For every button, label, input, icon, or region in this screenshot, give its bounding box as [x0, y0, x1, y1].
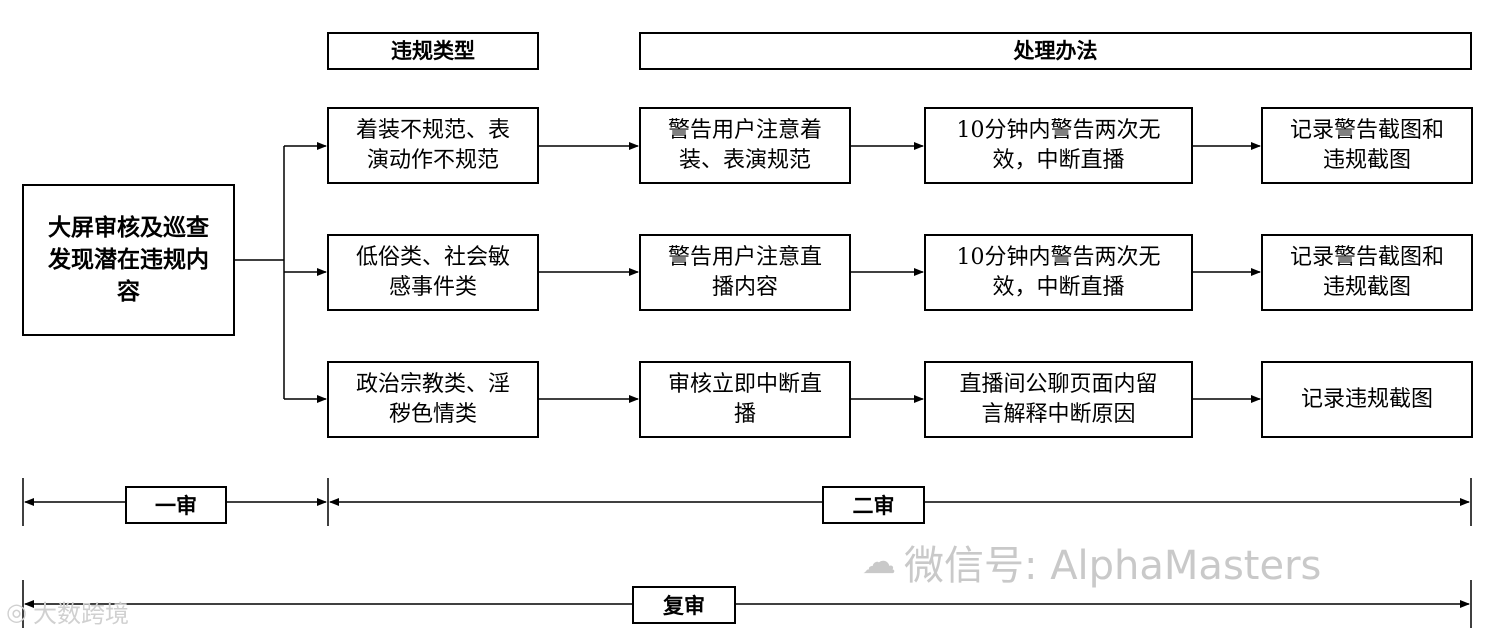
row2-step1: 警告用户注意直 播内容: [639, 234, 851, 311]
brand-logo-icon: ◎: [6, 597, 27, 626]
row1-type: 着装不规范、表 演动作不规范: [327, 107, 539, 184]
source-box: 大屏审核及巡查 发现潜在违规内 容: [22, 184, 235, 336]
row1-step1: 警告用户注意着 装、表演规范: [639, 107, 851, 184]
row3-step3: 记录违规截图: [1261, 361, 1473, 438]
final-review-label: 复审: [632, 586, 736, 624]
first-review-label: 一审: [125, 486, 227, 524]
row1-step3: 记录警告截图和 违规截图: [1261, 107, 1473, 184]
brand-watermark-text: 大数跨境: [32, 600, 129, 628]
row2-type: 低俗类、社会敏 感事件类: [327, 234, 539, 311]
violation-type-header: 违规类型: [327, 32, 539, 70]
row2-step2: 10分钟内警告两次无 效，中断直播: [924, 234, 1193, 311]
wechat-icon: ☁: [862, 542, 896, 582]
row3-step1: 审核立即中断直 播: [639, 361, 851, 438]
handling-method-header: 处理办法: [639, 32, 1472, 70]
brand-watermark: ◎ 大数跨境: [6, 594, 129, 629]
second-review-label: 二审: [822, 486, 925, 524]
wechat-watermark: ☁ 微信号: AlphaMasters: [862, 533, 1321, 591]
row1-step2: 10分钟内警告两次无 效，中断直播: [924, 107, 1193, 184]
row3-step2: 直播间公聊页面内留 言解释中断原因: [924, 361, 1193, 438]
row2-step3: 记录警告截图和 违规截图: [1261, 234, 1473, 311]
row3-type: 政治宗教类、淫 秽色情类: [327, 361, 539, 438]
wechat-watermark-text: 微信号: AlphaMasters: [904, 543, 1322, 589]
